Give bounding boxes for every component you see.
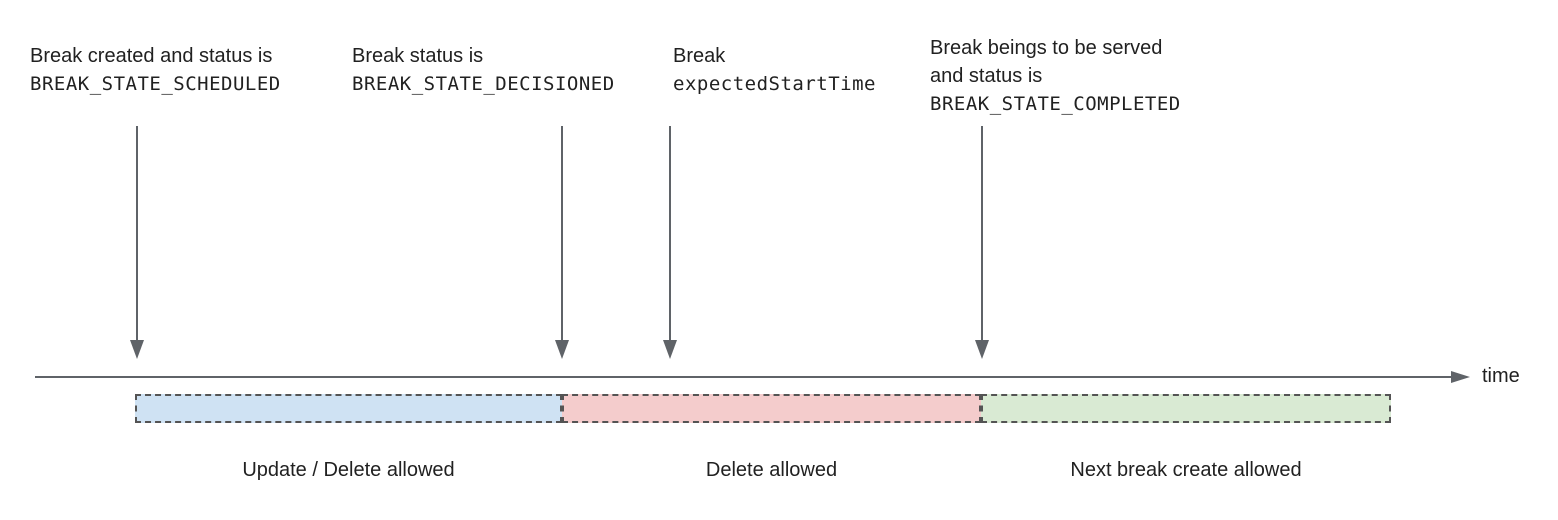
annotation-code: BREAK_STATE_COMPLETED bbox=[930, 93, 1181, 115]
down-arrow-scheduled bbox=[130, 126, 144, 359]
annotation-expected-start-time: Break expectedStartTime bbox=[673, 42, 876, 98]
down-arrow-completed bbox=[975, 126, 989, 359]
segment-update-delete-allowed bbox=[135, 394, 562, 423]
down-arrow-expected-start bbox=[663, 126, 677, 359]
annotation-text: Break status is bbox=[352, 45, 484, 67]
annotation-break-completed: Break beings to be served and status is … bbox=[930, 34, 1181, 118]
time-axis-arrow bbox=[35, 371, 1470, 383]
annotation-break-decisioned: Break status is BREAK_STATE_DECISIONED bbox=[352, 42, 615, 98]
segment-label-next-break-create: Next break create allowed bbox=[1070, 459, 1302, 481]
time-axis-label: time bbox=[1482, 365, 1520, 387]
segment-delete-allowed bbox=[562, 394, 981, 423]
annotation-code: expectedStartTime bbox=[673, 73, 876, 95]
down-arrow-decisioned bbox=[555, 126, 569, 359]
annotation-code: BREAK_STATE_SCHEDULED bbox=[30, 73, 281, 95]
annotation-text: Break beings to be served bbox=[930, 37, 1163, 59]
annotation-text: Break created and status is bbox=[30, 45, 273, 67]
segment-label-update-delete: Update / Delete allowed bbox=[242, 459, 455, 481]
annotation-break-scheduled: Break created and status is BREAK_STATE_… bbox=[30, 42, 281, 98]
segment-label-delete: Delete allowed bbox=[705, 459, 838, 481]
annotation-text: Break bbox=[673, 45, 726, 67]
annotation-code: BREAK_STATE_DECISIONED bbox=[352, 73, 615, 95]
annotation-text: and status is bbox=[930, 65, 1043, 87]
segment-next-break-create-allowed bbox=[981, 394, 1391, 423]
